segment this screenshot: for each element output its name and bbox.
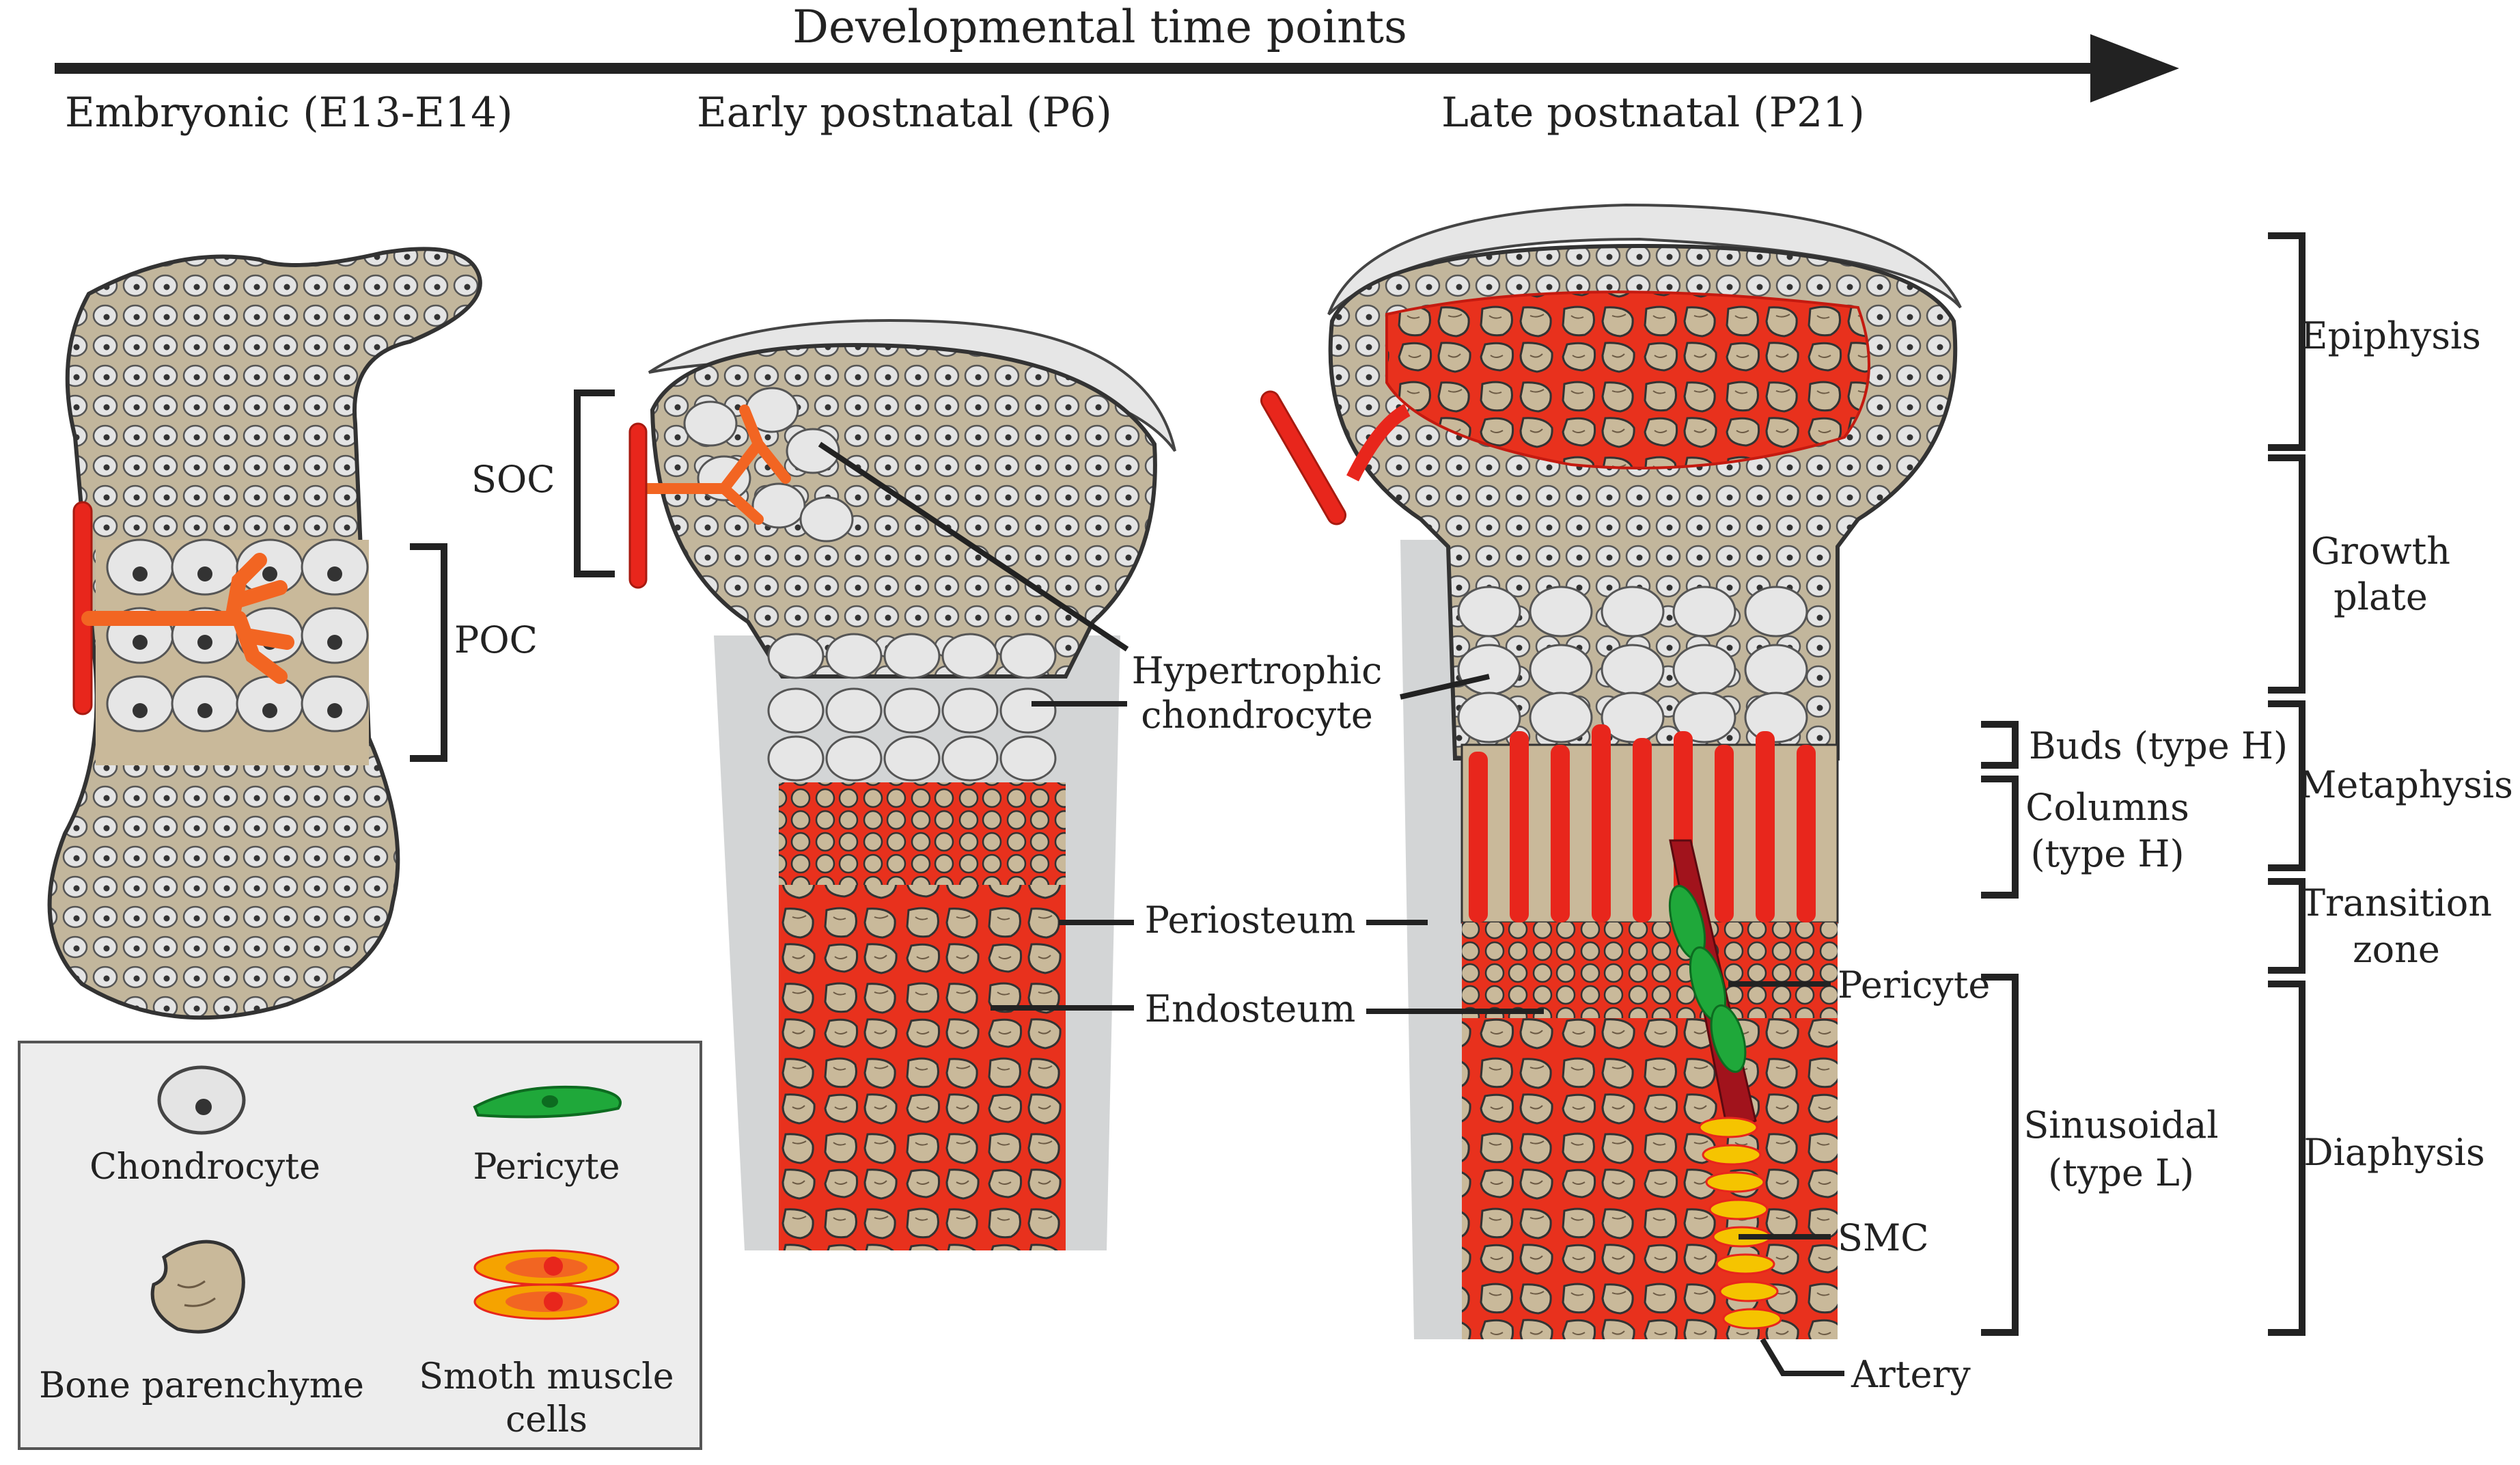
late-sinusoidal-marrow: [1462, 1018, 1838, 1339]
early-postnatal-bone: [628, 318, 1176, 1250]
legend-smc-icon: [473, 1249, 620, 1320]
embryonic-vessel: [72, 501, 294, 715]
early-marrow: [779, 885, 1066, 1250]
stage-label-early-postnatal: Early postnatal (P6): [697, 89, 1112, 137]
late-smc-column: [1698, 1117, 1782, 1330]
columns-label-line1: Columns: [2025, 786, 2189, 829]
soc-vessel: [628, 405, 791, 589]
soc-bracket: [574, 389, 615, 577]
region-brackets: [2268, 232, 2306, 1336]
late-pericytes: [1668, 885, 1747, 1073]
region-diaphysis: Diaphysis: [2303, 1131, 2484, 1174]
columns-label-line2: (type H): [2030, 832, 2184, 875]
poc-hypertrophic-cells: [96, 538, 369, 765]
stage-label-late-postnatal: Late postnatal (P21): [1441, 89, 1865, 137]
region-epiphysis: Epiphysis: [2301, 314, 2481, 357]
region-growth-line1: Growth: [2311, 530, 2450, 573]
early-hypertrophic-cells: [767, 633, 1057, 782]
poc-bracket: [410, 543, 447, 762]
late-transition-zone: [1462, 922, 1838, 1018]
leader-lines: [818, 441, 1844, 1376]
endosteum-label: Endosteum: [1145, 987, 1356, 1030]
late-hypertrophic-cells: [1457, 586, 1808, 743]
legend-bone-label: Bone parenchyme: [39, 1365, 364, 1406]
legend-smc-label-line1: Smoth muscle: [419, 1356, 674, 1397]
late-column-vessels: [1460, 724, 1839, 924]
region-metaphysis: Metaphysis: [2299, 763, 2513, 806]
hypertrophic-label-line1: Hypertrophic: [1132, 649, 1383, 692]
region-transition-line2: zone: [2353, 928, 2440, 971]
legend-pericyte-label: Pericyte: [473, 1147, 620, 1188]
periosteum-label: Periosteum: [1145, 899, 1356, 942]
time-arrow-head: [2090, 34, 2179, 102]
sinusoidal-label-line2: (type L): [2048, 1151, 2194, 1194]
buds-label: Buds (type H): [2029, 724, 2288, 767]
pericyte-label: Pericyte: [1838, 963, 1990, 1007]
early-epiphysis: [650, 342, 1157, 679]
smc-label: SMC: [1838, 1216, 1929, 1259]
late-epiphyseal-artery: [1260, 390, 1411, 525]
legend-chondrocyte-label: Chondrocyte: [89, 1147, 320, 1188]
vessel-type-brackets: [1981, 721, 2019, 1336]
embryonic-bone: [47, 247, 482, 1020]
soc-label: SOC: [471, 458, 555, 501]
hypertrophic-label-line2: chondrocyte: [1141, 694, 1373, 737]
early-marrow-upper: [779, 782, 1066, 885]
region-growth-line2: plate: [2334, 575, 2428, 618]
late-postnatal-bone: [1260, 203, 1962, 1339]
stage-label-embryonic: Embryonic (E13-E14): [65, 89, 513, 137]
legend-smc-label-line2: cells: [506, 1399, 587, 1440]
sinusoidal-label-line1: Sinusoidal: [2023, 1104, 2218, 1147]
late-cartilage-cap: [1327, 203, 1962, 316]
legend: Chondrocyte Pericyte Bone parenchyme Smo…: [18, 1041, 702, 1450]
poc-label: POC: [454, 618, 538, 661]
artery-label: Artery: [1851, 1353, 1971, 1396]
diagram-title: Developmental time points: [792, 1, 1407, 53]
legend-bone-icon: [150, 1240, 245, 1334]
region-transition-line1: Transition: [2301, 881, 2492, 925]
late-epiphysis-marrow: [1385, 290, 1870, 469]
